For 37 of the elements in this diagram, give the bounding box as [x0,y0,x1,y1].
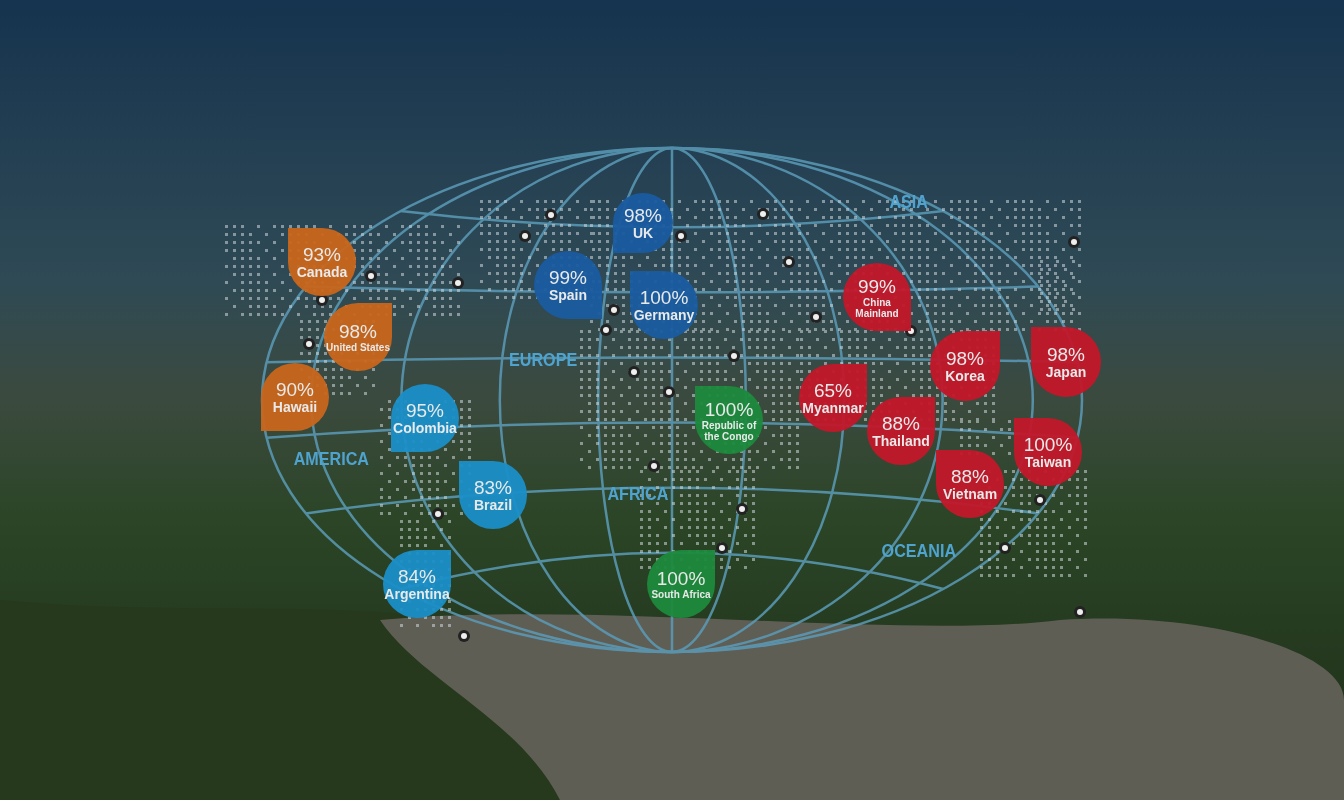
country-name: Brazil [473,498,513,513]
country-name: Canada [296,265,348,280]
percentage-value: 83% [474,477,512,498]
percentage-value: 90% [276,379,314,400]
percentage-value: 98% [624,205,662,226]
percentage-value: 88% [882,413,920,434]
percentage-value: 88% [951,466,989,487]
percentage-value: 84% [398,566,436,587]
country-name: Germany [633,308,695,323]
percentage-value: 99% [549,267,587,288]
country-name: Korea [945,369,985,384]
region-label: AFRICA [607,483,669,505]
percentage-value: 98% [946,348,984,369]
percentage-value: 100% [1023,434,1073,455]
country-name: Colombia [393,421,457,436]
country-name: Thailand [872,434,930,449]
country-name: Japan [1045,365,1087,380]
percentage-value: 100% [704,398,754,420]
percentage-value: 99% [858,275,896,297]
country-name: Hawaii [272,400,318,415]
country-name: Vietnam [942,487,998,502]
country-name: Spain [548,288,588,303]
percentage-value: 93% [303,244,341,265]
country-name: Argentina [384,587,450,602]
country-name: South Africa [651,589,711,600]
country-name: Myanmar [802,401,864,416]
percentage-value: 65% [814,380,852,401]
percentage-value: 95% [406,400,444,421]
country-name: United States [326,342,390,353]
percentage-value: 100% [639,287,689,308]
country-name: Taiwan [1024,455,1072,470]
percentage-value: 100% [656,568,706,589]
percentage-value: 98% [339,321,377,342]
country-name: UK [632,226,654,241]
country-name: China Mainland [854,296,900,319]
percentage-value: 98% [1047,344,1085,365]
country-name: Republic of the Congo [700,419,758,442]
